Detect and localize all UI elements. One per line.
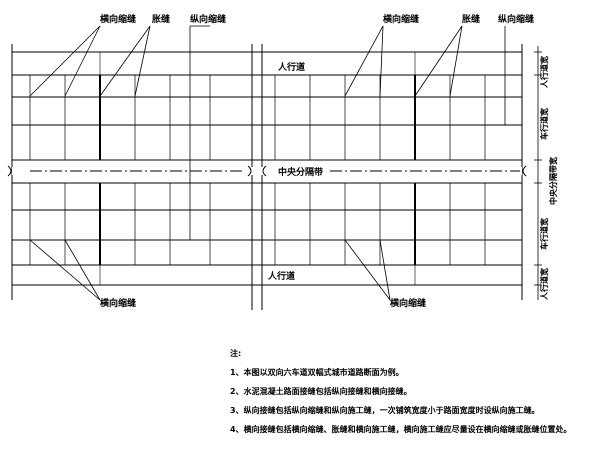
label-sidewalk-top: 人行道 bbox=[277, 61, 305, 73]
label-longitudinal-joint-top-right: 纵向缩缝 bbox=[498, 13, 534, 25]
dim-lane-width-top: 车行道宽 bbox=[539, 108, 549, 140]
label-median: 中央分隔带 bbox=[278, 166, 323, 178]
label-expansion-joint-top-left: 胀缝 bbox=[152, 13, 170, 25]
note-item-1: 1、本图以双向六车道双幅式城市道路断面为例。 bbox=[230, 368, 404, 377]
label-expansion-joint-top-right: 胀缝 bbox=[462, 13, 480, 25]
dim-sidewalk-width-bottom: 人行道宽 bbox=[539, 268, 549, 300]
note-item-3: 3、纵向接缝包括纵向缩缝和纵向施工缝，一次铺筑宽度小于路面宽度时设纵向施工缝。 bbox=[230, 406, 540, 415]
dim-lane-width-bottom: 车行道宽 bbox=[539, 218, 549, 250]
dim-sidewalk-width-top: 人行道宽 bbox=[539, 56, 549, 88]
label-transverse-joint-bottom-left: 横向缩缝 bbox=[100, 297, 136, 309]
label-longitudinal-joint-top-left: 纵向缩缝 bbox=[190, 13, 226, 25]
dim-median-width: 中央分隔带宽 bbox=[548, 157, 558, 205]
label-transverse-joint-top-left: 横向缩缝 bbox=[100, 13, 136, 25]
notes-block: 注: 1、本图以双向六车道双幅式城市道路断面为例。 2、水泥混凝土路面接缝包括纵… bbox=[230, 344, 595, 439]
note-item-2: 2、水泥混凝土路面接缝包括纵向接缝和横向接缝。 bbox=[230, 387, 412, 396]
label-transverse-joint-top-right: 横向缩缝 bbox=[383, 13, 419, 25]
notes-title: 注: bbox=[230, 349, 242, 358]
label-transverse-joint-bottom-right: 横向缩缝 bbox=[390, 297, 426, 309]
note-item-4: 4、横向接缝包括横向缩缝、胀缝和横向施工缝，横向施工缝应尽量设在横向缩缝或胀缝位… bbox=[230, 425, 572, 434]
label-sidewalk-bottom: 人行道 bbox=[267, 270, 295, 282]
